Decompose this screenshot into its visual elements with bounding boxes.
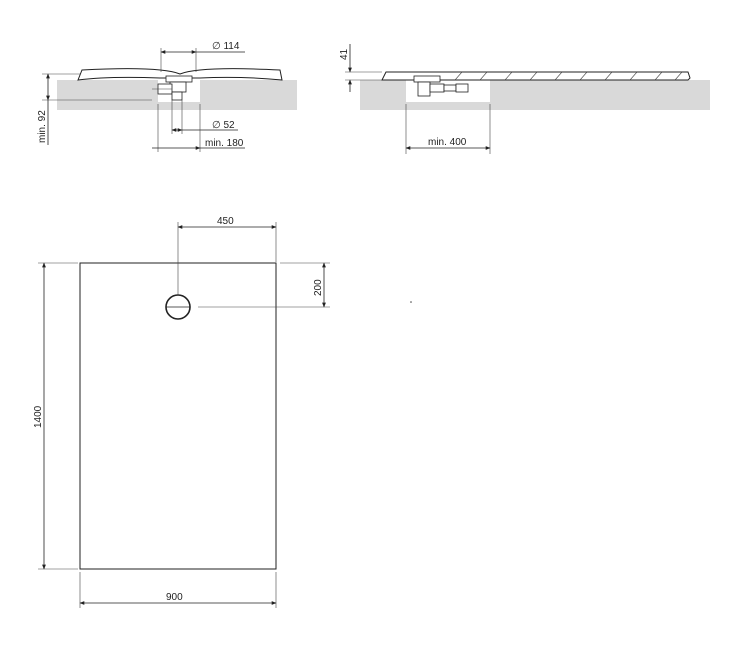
width-label: 900 bbox=[166, 592, 183, 603]
min-height-label: min. 92 bbox=[37, 110, 48, 143]
side-tray-profile bbox=[381, 71, 691, 81]
side-drain-siphon bbox=[413, 75, 469, 97]
stray-dot bbox=[410, 301, 412, 303]
min-width-label: min. 180 bbox=[205, 138, 244, 149]
plan-view: 450 200 1400 900 bbox=[33, 216, 330, 608]
front-tray-profile bbox=[77, 68, 283, 81]
front-drain-siphon bbox=[152, 75, 193, 101]
length-label: 1400 bbox=[33, 405, 44, 428]
drain-symbol bbox=[165, 294, 191, 320]
waste-diameter-label: ∅ 52 bbox=[212, 120, 235, 131]
tray-thickness-label: 41 bbox=[339, 48, 350, 60]
drain-offset-y-label: 200 bbox=[313, 279, 324, 296]
drain-diameter-label: ∅ 114 bbox=[212, 41, 240, 52]
side-section-view: 41 min. 400 bbox=[339, 44, 710, 154]
front-section-view: ∅ 114 ∅ 52 min. 180 min. 92 bbox=[37, 41, 297, 152]
side-tray-hatching bbox=[454, 71, 683, 81]
drain-offset-x-label: 450 bbox=[217, 216, 234, 227]
min-depth-label: min. 400 bbox=[428, 137, 467, 148]
